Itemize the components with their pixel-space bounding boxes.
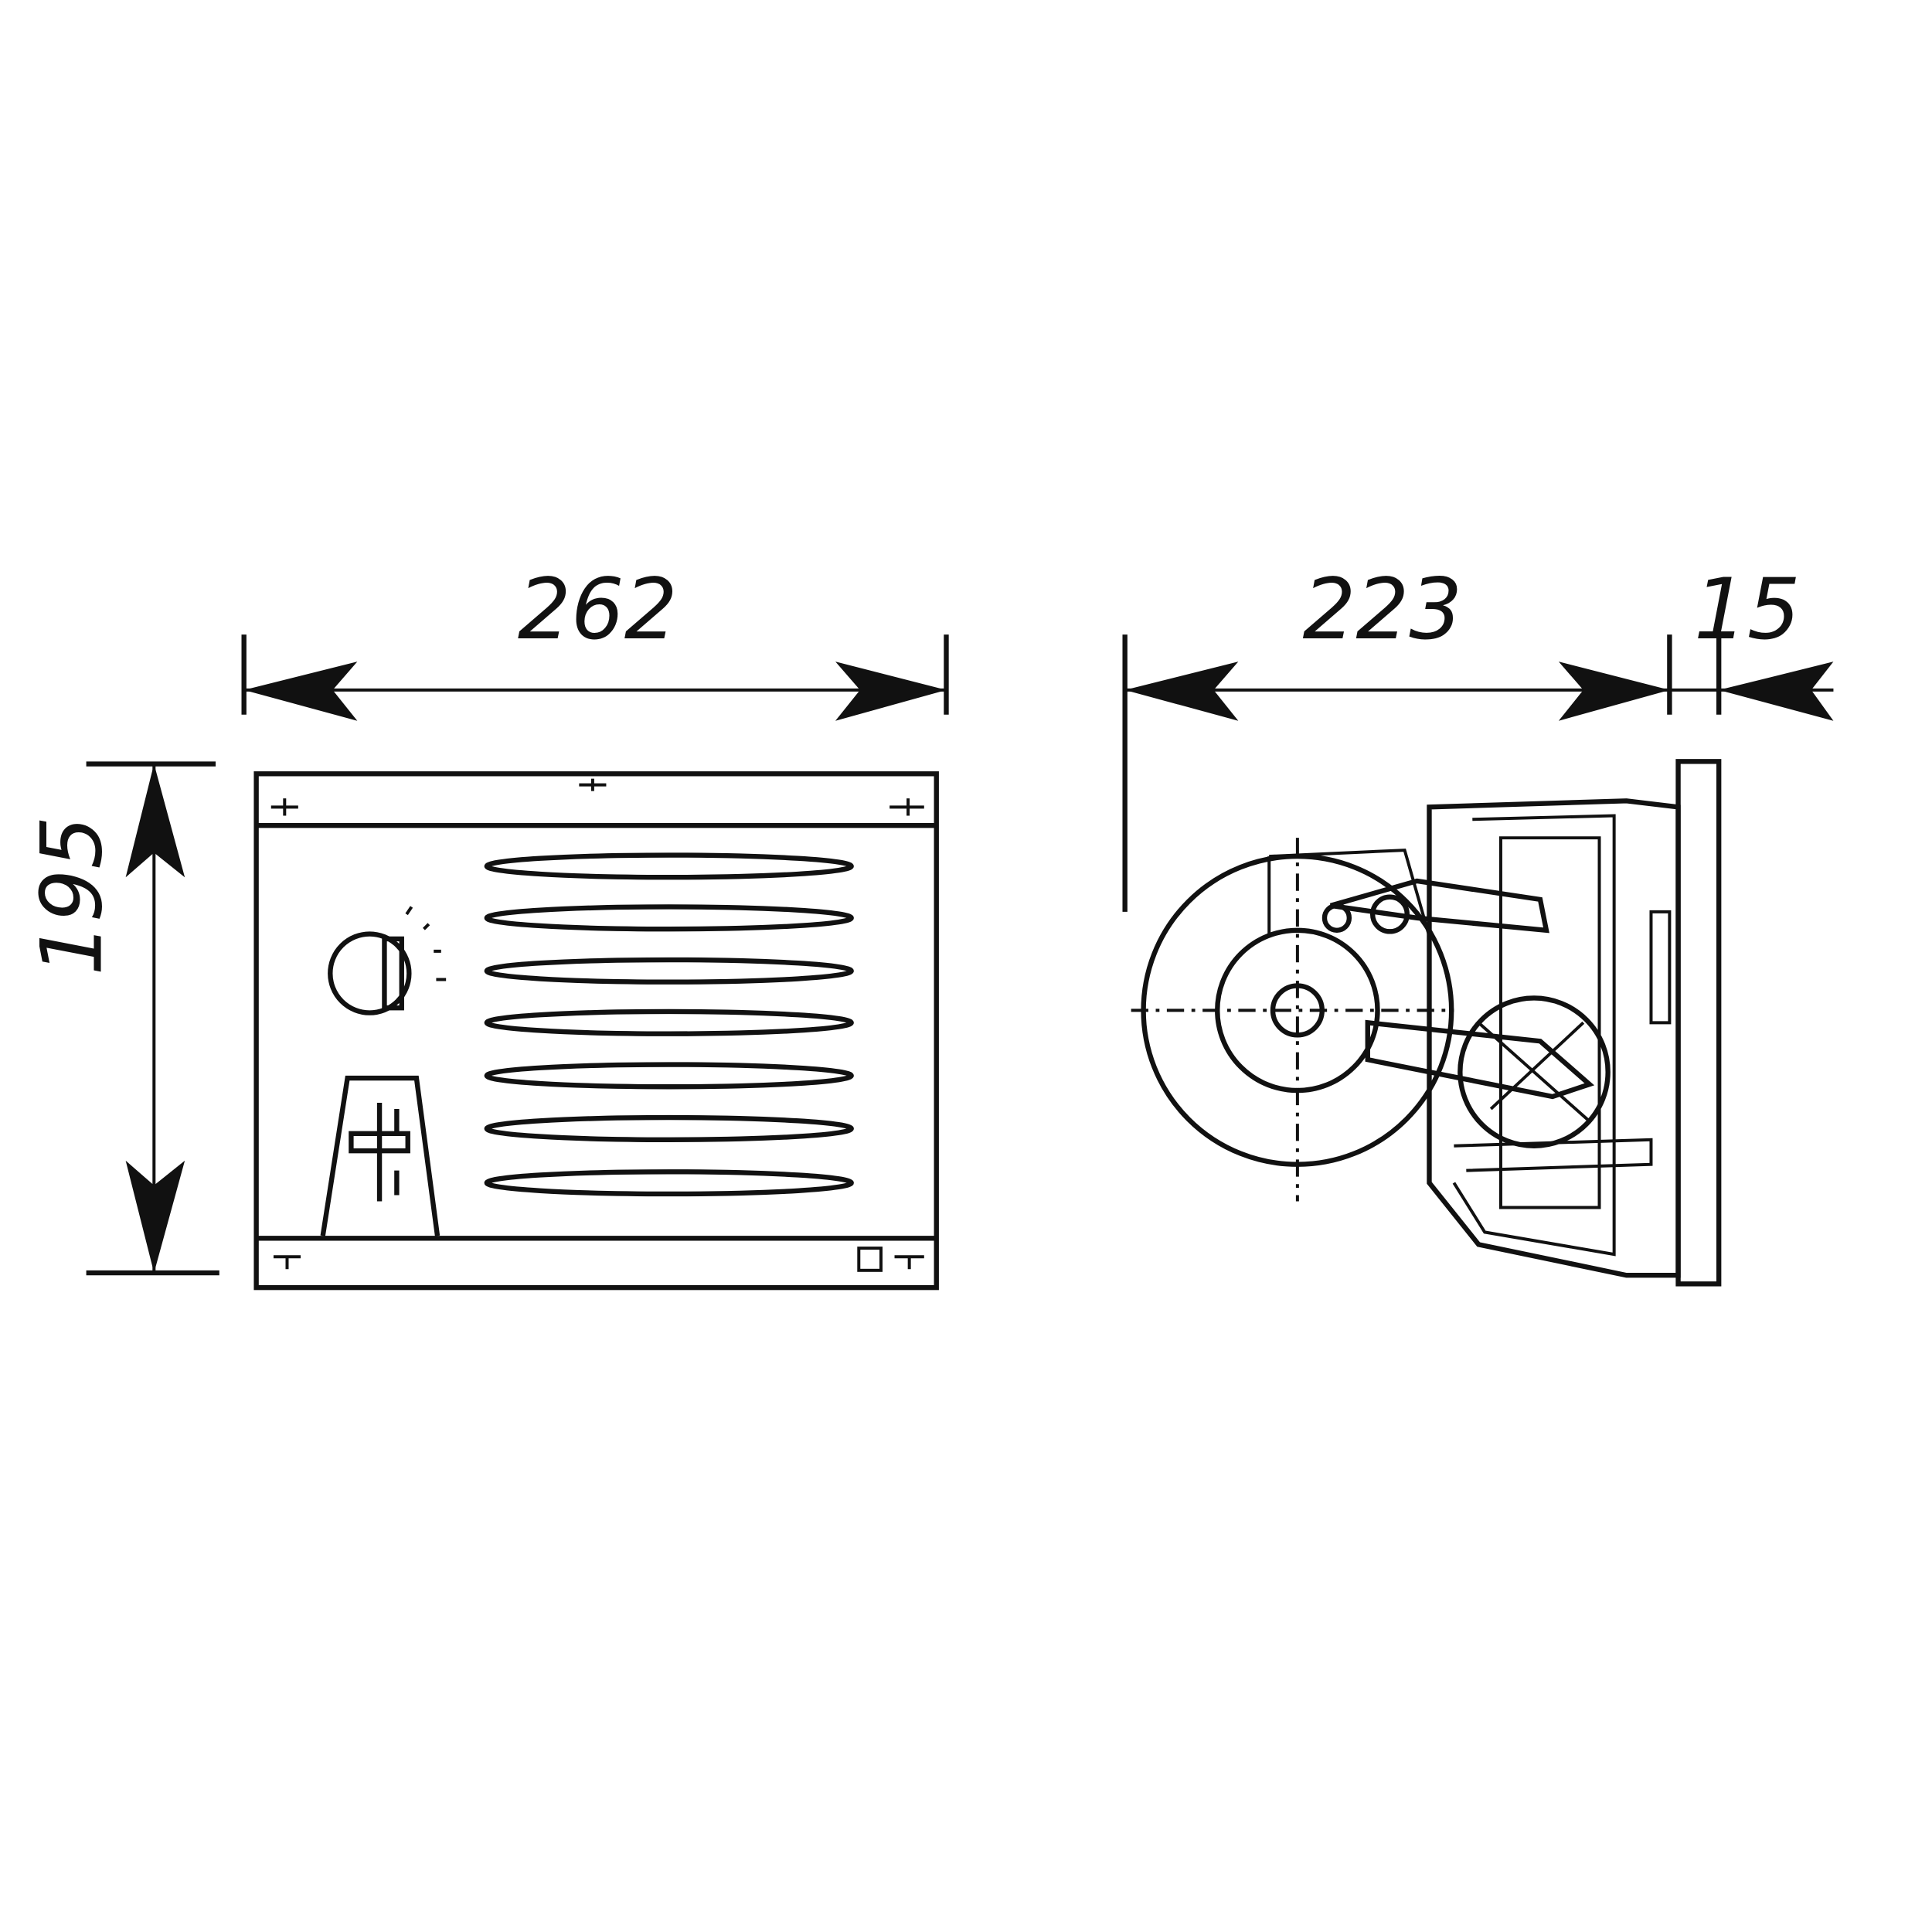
side-depth-label: 223 <box>1302 560 1462 658</box>
linkage-arm-lower <box>1365 1019 1595 1100</box>
front-width-dimension: 262 <box>241 560 949 721</box>
arrowhead-left-icon <box>243 662 358 721</box>
side-depth-dimension: 223 15 <box>1122 560 1834 912</box>
power-switch-icon <box>320 1075 440 1236</box>
housing-outline <box>1427 798 1681 1278</box>
thermostat-knob-icon <box>328 906 447 1015</box>
arrowhead-left-icon <box>1124 662 1239 721</box>
heater-side-view <box>1131 759 1722 1287</box>
arrowhead-down-icon <box>125 1160 185 1274</box>
pivot-upper <box>1321 903 1352 933</box>
front-panel-outline <box>253 771 939 1291</box>
fan-bracket <box>1267 849 1431 937</box>
motor-details <box>1454 1021 1653 1172</box>
side-plate-label: 15 <box>1694 560 1801 658</box>
louver-slots <box>484 852 854 1197</box>
motor-housing <box>1458 995 1611 1148</box>
linkage-arm-upper <box>1330 878 1549 934</box>
front-width-label: 262 <box>518 560 678 658</box>
mounting-plate <box>1675 759 1722 1287</box>
front-height-label: 195 <box>23 816 121 976</box>
front-height-dimension: 195 <box>23 761 219 1276</box>
arrowhead-left-icon <box>1719 662 1834 721</box>
arrowhead-up-icon <box>125 764 185 878</box>
pivot-main <box>1369 894 1410 934</box>
screw-marks <box>270 778 924 1272</box>
arrowhead-right-icon <box>1558 662 1670 721</box>
heater-front-view <box>253 771 939 1291</box>
arrowhead-right-icon <box>835 662 947 721</box>
